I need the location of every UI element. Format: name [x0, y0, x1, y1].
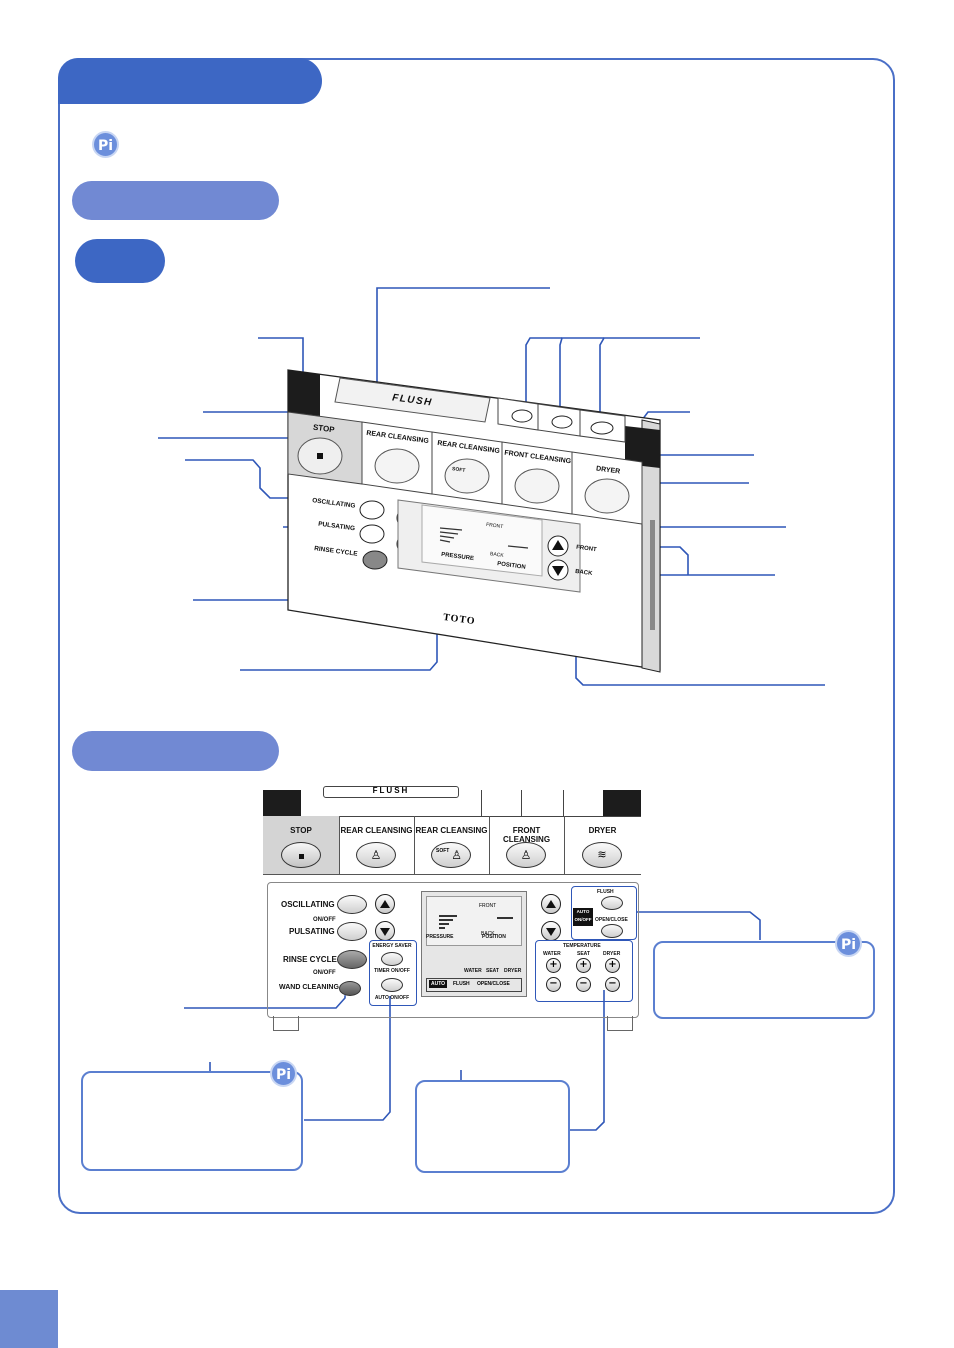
auto-group	[571, 886, 637, 940]
flat-stop-button[interactable]	[281, 842, 321, 868]
display-pressure-label: PRESSURE	[426, 934, 454, 940]
pressure-up-button[interactable]	[375, 894, 395, 914]
page-number-tab	[0, 1290, 58, 1348]
flat-front-cleansing-button[interactable]: ♙	[506, 842, 546, 868]
flat-rear-cleansing-button[interactable]: ♙	[356, 842, 396, 868]
flat-rear-soft-label: REAR CLEANSING	[415, 826, 488, 835]
dryer-temp-minus-button[interactable]: −	[605, 977, 620, 992]
flat-rinse-cycle-label: RINSE CYCLE	[283, 955, 337, 964]
flat-on-off-label-1: ON/OFF	[313, 917, 336, 923]
flat-lower-area	[267, 882, 639, 1018]
water-temp-plus-button[interactable]: +	[546, 958, 561, 973]
temperature-label: TEMPERATURE	[563, 943, 601, 949]
flat-stop-label: STOP	[290, 826, 312, 835]
display-seat-label: SEAT	[486, 968, 499, 974]
flat-oscillating-label: OSCILLATING	[281, 900, 335, 909]
display-auto-label: AUTO	[429, 980, 448, 988]
flat-soft-label: SOFT	[436, 848, 450, 854]
display-flush-label: FLUSH	[453, 981, 470, 987]
flat-pulsating-label: PULSATING	[289, 927, 335, 936]
position-up-button[interactable]	[541, 894, 561, 914]
flat-rear-soft-button[interactable]: SOFT ♙	[431, 842, 471, 868]
flat-wand-cleaning-button[interactable]	[339, 981, 361, 996]
person-seated-icon: ♙	[370, 848, 382, 862]
remote-panel-flat: FLUSH STOP REAR CLEANSING ♙ REAR CLEANSI…	[263, 786, 641, 1031]
flat-stop-cell: STOP	[263, 816, 340, 875]
auto-badge-text: AUTO	[576, 909, 590, 914]
note-box-center	[415, 1080, 570, 1173]
triangle-up-icon	[546, 900, 556, 908]
seat-temp-minus-button[interactable]: −	[576, 977, 591, 992]
flat-top-right-dark	[603, 790, 641, 816]
triangle-up-icon	[380, 900, 390, 908]
note-box-right	[653, 941, 875, 1019]
wave-icon: ≋	[597, 848, 607, 861]
triangle-down-icon	[380, 928, 390, 936]
pi-badge: Pi	[92, 131, 119, 158]
auto-button[interactable]	[381, 978, 403, 992]
display-screen: FRONT BACK	[426, 896, 522, 946]
flat-dryer-label: DRYER	[588, 826, 617, 835]
flat-dryer-cell: DRYER ≋	[564, 816, 641, 875]
display-open-close-label: OPEN/CLOSE	[477, 981, 510, 987]
triangle-down-icon	[546, 928, 556, 936]
timer-button[interactable]	[381, 952, 403, 966]
display-dryer-label: DRYER	[504, 968, 522, 974]
temp-dryer-label: DRYER	[603, 951, 621, 957]
flat-dryer-button[interactable]: ≋	[582, 842, 622, 868]
subsection-bar-1	[72, 181, 279, 220]
auto-open-close-button[interactable]	[601, 924, 623, 938]
seat-temp-plus-button[interactable]: +	[576, 958, 591, 973]
temp-seat-label: SEAT	[577, 951, 590, 957]
display-water-label: WATER	[464, 968, 482, 974]
position-down-button[interactable]	[541, 921, 561, 941]
flat-pulsating-button[interactable]	[337, 922, 367, 941]
status-display: FRONT BACK PRESSURE POSITION WATER SEAT …	[421, 891, 527, 997]
flat-wand-cleaning-label: WAND CLEANING	[279, 984, 339, 991]
flat-rear-soft-cell: REAR CLEANSING SOFT ♙	[414, 816, 490, 875]
temperature-group	[535, 940, 633, 1002]
auto-flush-label: FLUSH	[597, 889, 614, 895]
pi-badge: Pi	[270, 1060, 297, 1087]
remote-panel-3d	[287, 369, 661, 673]
subsection-tag	[75, 239, 165, 283]
flat-on-off-label-2: ON/OFF	[313, 970, 336, 976]
subsection-bar-2	[72, 731, 279, 771]
flat-front-cleansing-cell: FRONT CLEANSING ♙	[489, 816, 565, 875]
panel-foot-right	[607, 1016, 633, 1031]
display-position-label: POSITION	[482, 934, 506, 940]
person-seated-icon: ♙	[451, 848, 462, 862]
water-temp-minus-button[interactable]: −	[546, 977, 561, 992]
flat-rear-cleansing-cell: REAR CLEANSING ♙	[339, 816, 415, 875]
person-seated-icon: ♙	[520, 848, 532, 862]
auto-open-close-label: OPEN/CLOSE	[595, 917, 628, 923]
energy-saver-group	[369, 940, 417, 1006]
timer-on-off-label: TIMER ON/OFF	[374, 968, 410, 974]
auto-flush-button[interactable]	[601, 896, 623, 910]
pi-badge: Pi	[835, 930, 862, 957]
pressure-down-button[interactable]	[375, 921, 395, 941]
dryer-temp-plus-button[interactable]: +	[605, 958, 620, 973]
flat-top-strip	[263, 790, 641, 817]
display-back-label: BACK	[481, 931, 495, 937]
flat-front-cleansing-label: FRONT CLEANSING	[502, 826, 551, 844]
flat-top-left-dark	[263, 790, 301, 816]
note-box-left	[81, 1071, 303, 1171]
energy-saver-label: ENERGY SAVER	[372, 943, 412, 949]
flat-rinse-cycle-button[interactable]	[337, 950, 367, 969]
flat-flush-bar[interactable]: FLUSH	[323, 786, 459, 798]
temp-water-label: WATER	[543, 951, 561, 957]
section-frame	[58, 58, 895, 1214]
display-mode-row: AUTO FLUSH OPEN/CLOSE	[426, 978, 522, 992]
flat-oscillating-button[interactable]	[337, 895, 367, 914]
auto-badge-sub-text: ON/OFF	[574, 917, 592, 922]
panel-foot-left	[273, 1016, 299, 1031]
auto-on-off-badge: AUTO ON/OFF	[573, 908, 593, 926]
section-title-bar	[58, 58, 322, 104]
auto-on-off-label: AUTO ON/OFF	[374, 995, 410, 1001]
flat-rear-cleansing-label: REAR CLEANSING	[340, 826, 413, 835]
display-front-label: FRONT	[479, 903, 497, 909]
